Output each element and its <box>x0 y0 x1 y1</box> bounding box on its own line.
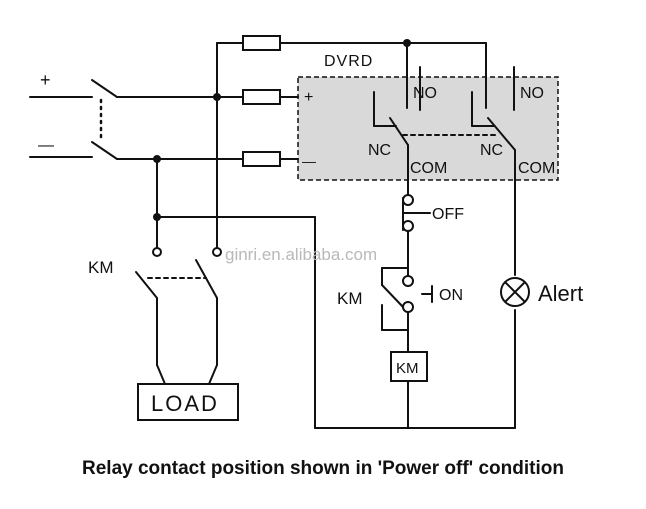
alert-lamp-icon <box>500 277 530 307</box>
km-switch-label: KM <box>88 258 114 277</box>
km-coil-label: KM <box>396 360 419 377</box>
wires <box>29 42 516 429</box>
km-contact-label: KM <box>337 289 363 308</box>
com2-label: COM <box>518 160 555 177</box>
no2-label: NO <box>520 85 544 102</box>
diagram-caption: Relay contact position shown in 'Power o… <box>82 458 564 479</box>
km-coil-box <box>390 351 428 382</box>
fuse-3 <box>242 151 281 167</box>
terminals <box>152 194 414 313</box>
dvrd-plus-label: + <box>304 89 313 106</box>
com1-label: COM <box>410 160 447 177</box>
junction-dots <box>153 39 411 221</box>
nc1-label: NC <box>368 142 391 159</box>
load-box <box>137 383 239 421</box>
dvrd-minus-label: — <box>302 153 316 169</box>
no1-label: NO <box>413 85 437 102</box>
nc2-label: NC <box>480 142 503 159</box>
alert-label: Alert <box>538 281 583 306</box>
fuse-1 <box>242 35 281 51</box>
watermark: ginri.en.alibaba.com <box>225 245 377 264</box>
supply-minus-label: — <box>38 137 54 154</box>
off-label: OFF <box>432 206 464 223</box>
fuse-2 <box>242 89 281 105</box>
dvrd-label: DVRD <box>324 53 373 70</box>
load-label: LOAD <box>151 391 219 416</box>
on-label: ON <box>439 287 463 304</box>
supply-plus-label: + <box>40 70 51 90</box>
